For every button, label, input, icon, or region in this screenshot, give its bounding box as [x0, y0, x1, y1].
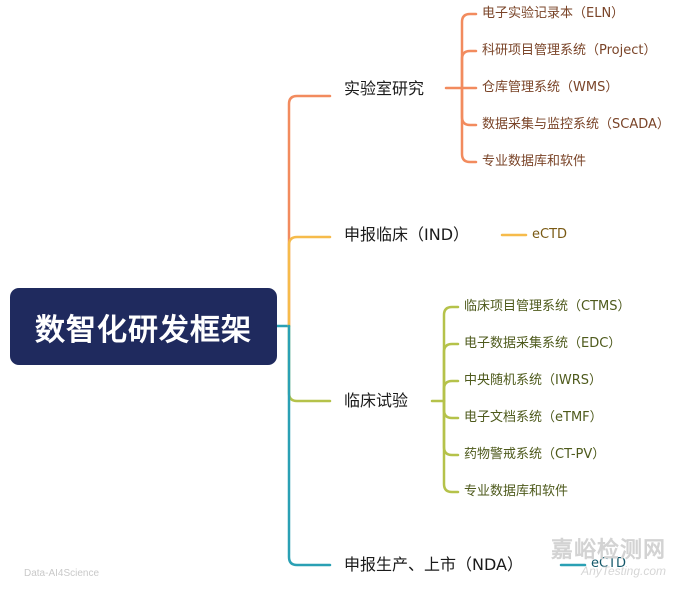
leaf-ct-pv: 药物警戒系统（CT-PV） [464, 447, 606, 462]
leaf-eln: 电子实验记录本（ELN） [482, 6, 625, 21]
lab-leaf-line-0 [460, 12, 478, 90]
lab-leaf-line-1 [460, 49, 478, 90]
leaf-ectd-nda: eCTD [591, 556, 627, 571]
branch-ind: 申报临床（IND） [344, 225, 470, 244]
leaf-ectd-ind: eCTD [532, 227, 568, 242]
trunk-lab-research [287, 94, 332, 328]
watermark-left: Data-AI4Science [24, 568, 100, 579]
leaf-iwrs: 中央随机系统（IWRS） [464, 373, 602, 388]
branch-clinical-trial: 临床试验 [344, 391, 409, 410]
leaf-scada: 数据采集与监控系统（SCADA） [482, 117, 670, 132]
clinical-leaf-line-0 [442, 305, 460, 403]
clinical-leaf-line-3 [442, 399, 460, 420]
trunk-ind [287, 235, 332, 328]
watermark-right: 嘉峪检测网 AnyTesting.com [550, 538, 666, 578]
branch-lab-research: 实验室研究 [344, 79, 425, 98]
clinical-leaf-line-2 [442, 379, 460, 403]
clinical-leaf-line-4 [442, 399, 460, 457]
leaf-ctms: 临床项目管理系统（CTMS） [464, 299, 631, 314]
leaf-lab-database: 专业数据库和软件 [482, 154, 587, 169]
clinical-leaf-line-5 [442, 399, 460, 494]
branch-nda: 申报生产、上市（NDA） [344, 555, 523, 574]
lab-leaf-line-3 [460, 86, 478, 127]
lab-leaf-line-4 [460, 86, 478, 164]
leaf-project: 科研项目管理系统（Project） [482, 43, 657, 58]
trunk-nda [287, 324, 332, 567]
trunk-clinical-trial [287, 324, 332, 403]
leaf-wms: 仓库管理系统（WMS） [482, 80, 619, 95]
clinical-leaf-line-1 [442, 342, 460, 403]
leaf-clinical-database: 专业数据库和软件 [464, 484, 569, 499]
leaf-edc: 电子数据采集系统（EDC） [464, 336, 622, 351]
root-node: 数智化研发框架 [10, 288, 277, 365]
leaf-etmf: 电子文档系统（eTMF） [464, 410, 603, 425]
